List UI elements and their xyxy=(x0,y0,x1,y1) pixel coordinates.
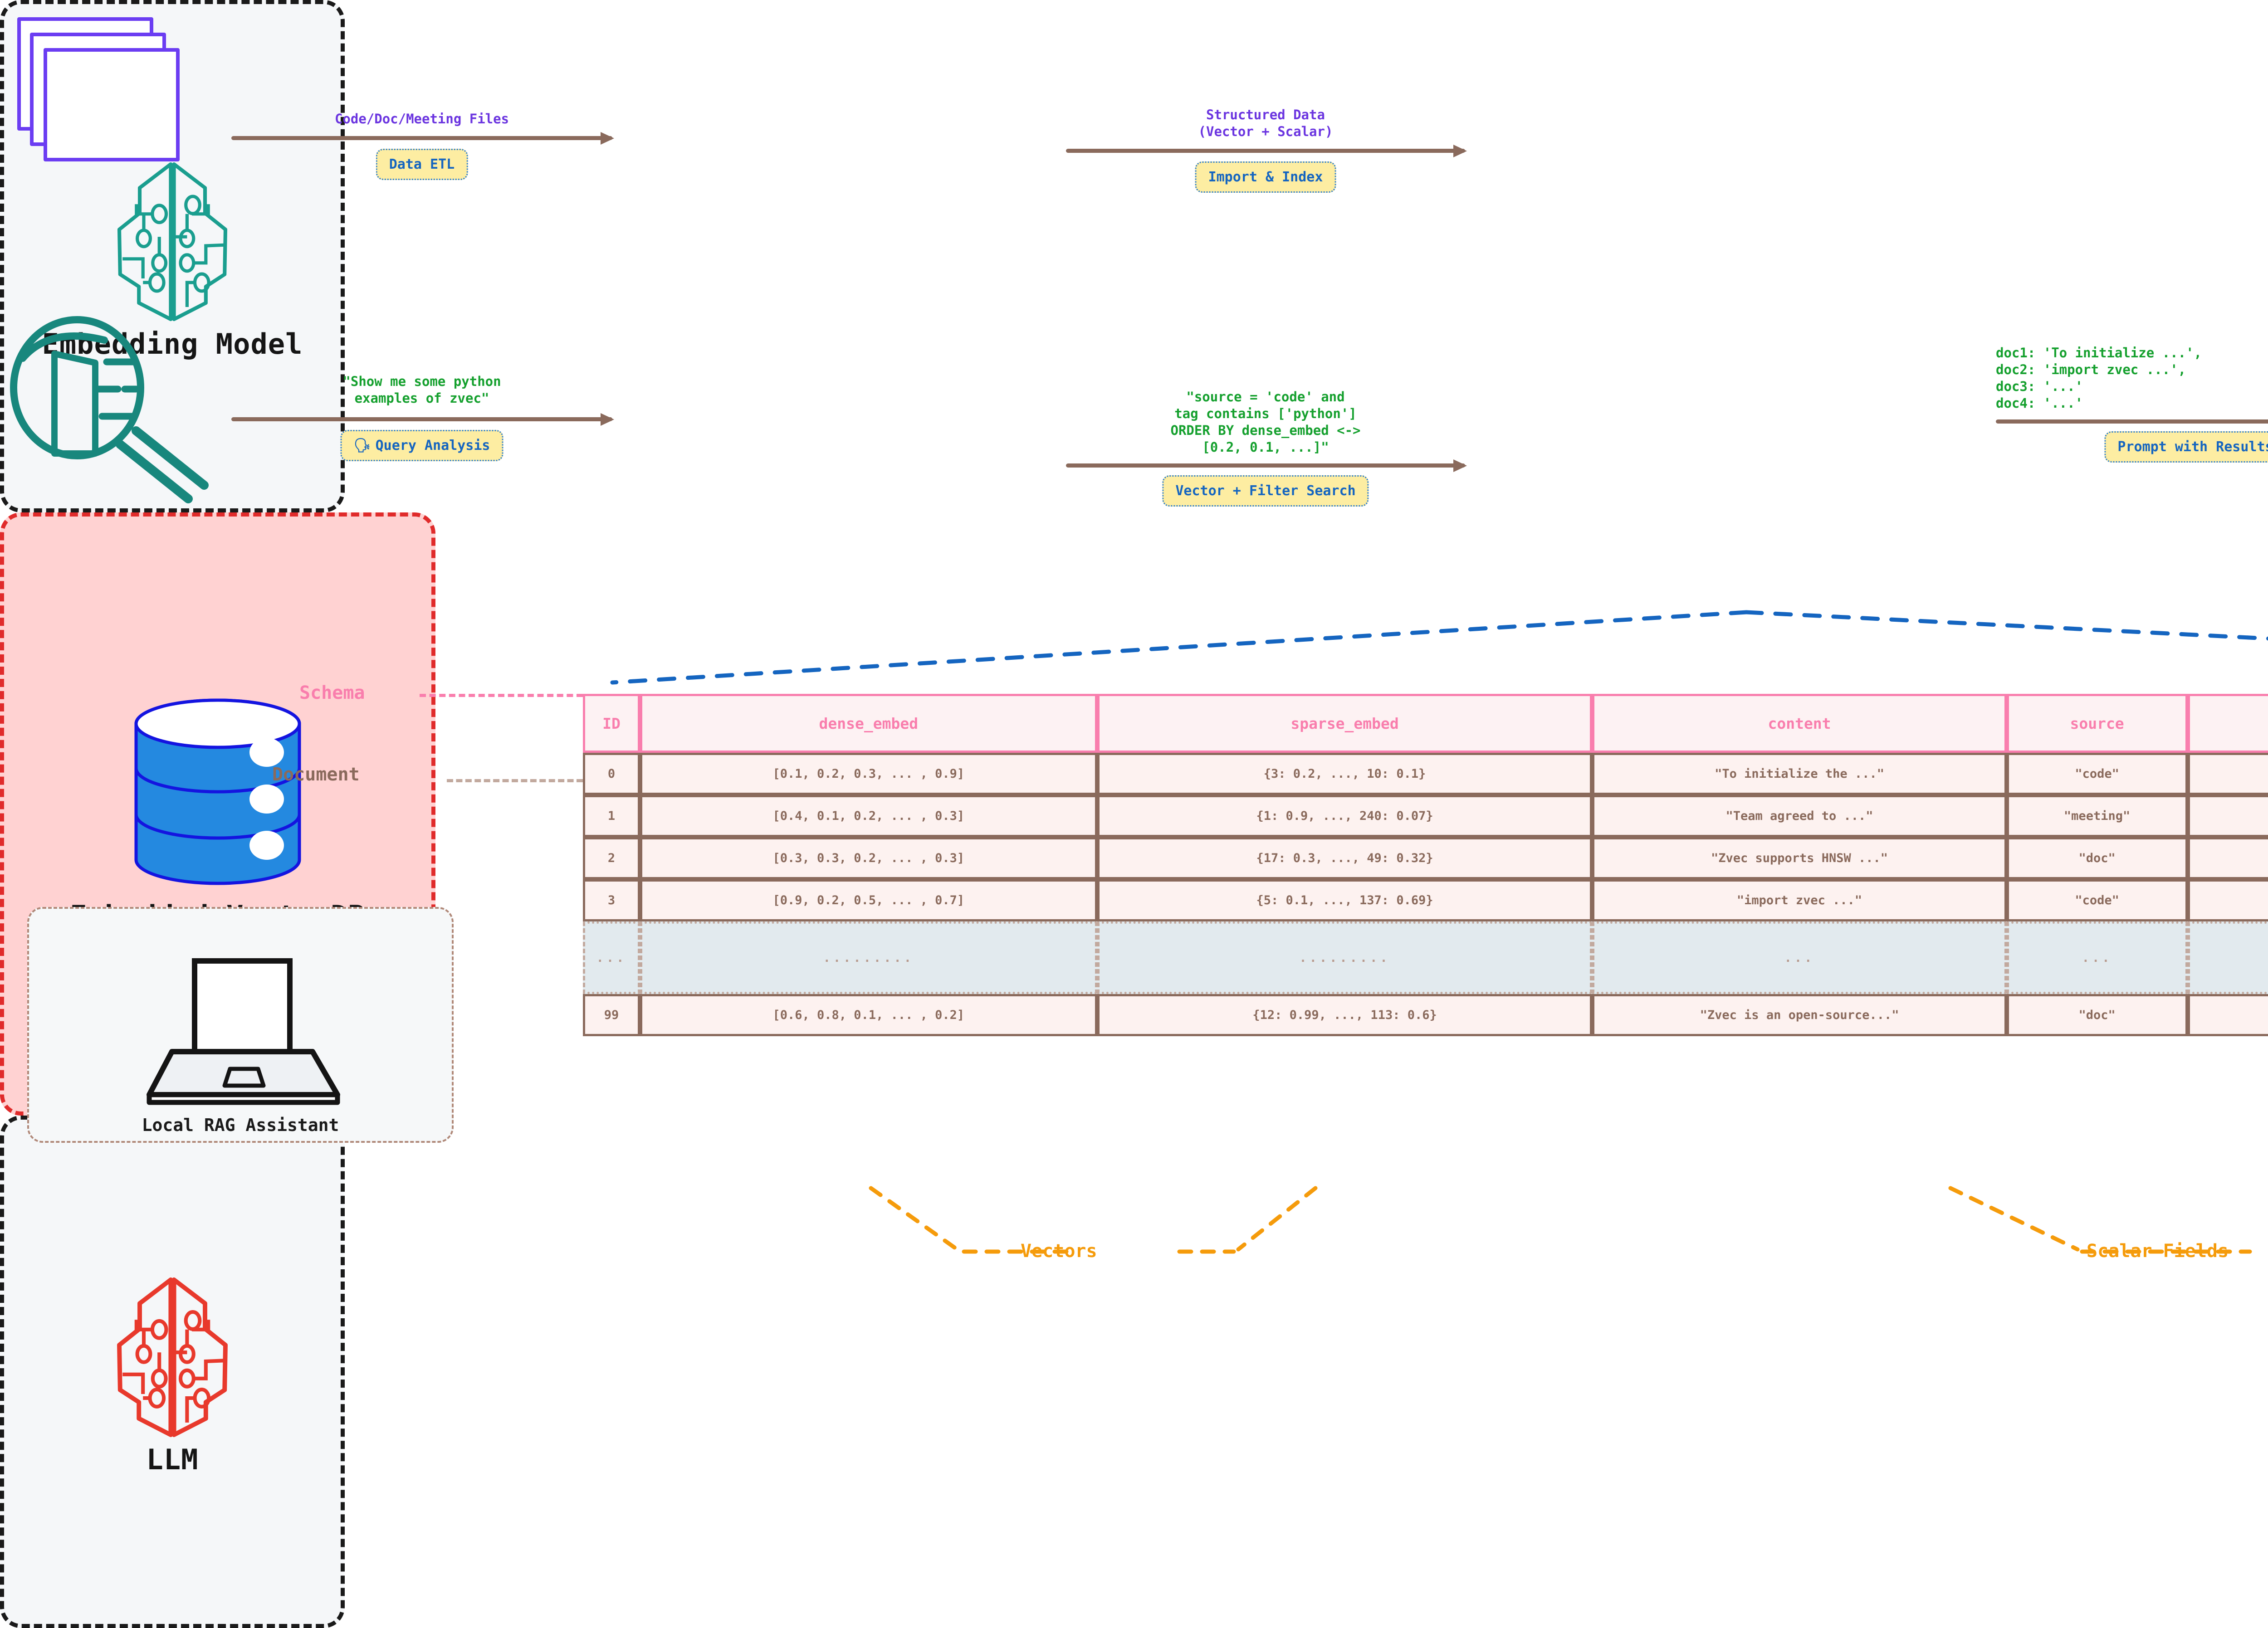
cell-ellipsis-id: ... xyxy=(583,921,640,994)
brain-icon xyxy=(91,152,254,323)
arrow-search-caption: "source = 'code' and tag contains ['pyth… xyxy=(1170,389,1361,455)
schema-connector xyxy=(420,694,583,697)
pill-data-etl-label: Data ETL xyxy=(389,156,455,172)
pill-import-index[interactable]: Import & Index xyxy=(1195,161,1336,193)
cell-source: "meeting" xyxy=(2006,795,2188,837)
pill-prompt-with-results-label: Prompt with Results xyxy=(2117,439,2268,455)
cell-ellipsis-path: ... xyxy=(2187,921,2268,994)
pill-vector-filter-search-label: Vector + Filter Search xyxy=(1175,483,1356,499)
pill-data-etl[interactable]: Data ETL xyxy=(376,149,468,180)
table-row[interactable]: 1 [0.4, 0.1, 0.2, ... , 0.3] {1: 0.9, ..… xyxy=(583,795,2268,837)
col-header-sparse-embed: sparse_embed xyxy=(1097,694,1593,753)
cell-ellipsis-dense-embed: ......... xyxy=(640,921,1097,994)
local-rag-assistant-label: Local RAG Assistant xyxy=(142,1115,339,1135)
cell-id: 99 xyxy=(583,994,640,1036)
cell-ellipsis-sparse-embed: ......... xyxy=(1097,921,1593,994)
cell-id: 1 xyxy=(583,795,640,837)
pill-import-index-label: Import & Index xyxy=(1208,169,1323,185)
cell-sparse-embed: {12: 0.99, ..., 113: 0.6} xyxy=(1097,994,1593,1036)
documents-stack-icon xyxy=(14,14,204,161)
arrow-query: "Show me some python examples of zvec" 🗣… xyxy=(231,374,614,461)
vectors-annotation-label: Vectors xyxy=(1021,1241,1097,1262)
col-header-source: source xyxy=(2006,694,2188,753)
cell-path: "./meeting/01-10.md" xyxy=(2187,795,2268,837)
cell-path: "./doc/zvec.md" xyxy=(2187,837,2268,879)
cell-path: "./doc/overview.md" xyxy=(2187,994,2268,1036)
cell-dense-embed: [0.1, 0.2, 0.3, ... , 0.9] xyxy=(640,753,1097,795)
pill-prompt-with-results[interactable]: Prompt with Results xyxy=(2104,431,2268,463)
arrow-search: "source = 'code' and tag contains ['pyth… xyxy=(1066,389,1467,507)
table-header-row: ID dense_embed sparse_embed content sour… xyxy=(583,694,2268,753)
pill-vector-filter-search[interactable]: Vector + Filter Search xyxy=(1162,475,1369,507)
table-row-ellipsis: ... ......... ......... ... ... ... ... … xyxy=(583,921,2268,994)
document-connector xyxy=(447,779,583,782)
schema-label: Schema xyxy=(299,682,365,703)
cell-ellipsis-content: ... xyxy=(1592,921,2007,994)
bottom-annotation-lines xyxy=(869,1186,2252,1254)
brain-icon xyxy=(91,1267,254,1439)
col-header-path: path xyxy=(2187,694,2268,753)
cell-sparse-embed: {5: 0.1, ..., 137: 0.69} xyxy=(1097,879,1593,921)
pill-query-analysis-label: Query Analysis xyxy=(375,438,490,453)
database-icon xyxy=(118,696,318,895)
cell-path: "./code/main.py" xyxy=(2187,753,2268,795)
arrow-query-caption: "Show me some python examples of zvec" xyxy=(342,373,501,406)
laptop-icon xyxy=(145,956,340,1106)
cell-sparse-embed: {1: 0.9, ..., 240: 0.07} xyxy=(1097,795,1593,837)
cell-dense-embed: [0.6, 0.8, 0.1, ... , 0.2] xyxy=(640,994,1097,1036)
arrow-ingest: Code/Doc/Meeting Files Data ETL xyxy=(231,111,614,180)
pill-query-analysis[interactable]: 🗣 Query Analysis xyxy=(340,430,503,461)
table-row[interactable]: 99 [0.6, 0.8, 0.1, ... , 0.2] {12: 0.99,… xyxy=(583,994,2268,1036)
arrow-ingest-caption: Code/Doc/Meeting Files xyxy=(334,111,509,127)
cell-source: "code" xyxy=(2006,753,2188,795)
arrow-import-caption: Structured Data (Vector + Scalar) xyxy=(1198,107,1333,139)
node-llm[interactable]: LLM xyxy=(0,1116,345,1628)
local-rag-assistant-card[interactable]: Local RAG Assistant xyxy=(27,907,454,1143)
cell-id: 0 xyxy=(583,753,640,795)
schema-table: ID dense_embed sparse_embed content sour… xyxy=(583,694,2268,1036)
scalar-fields-annotation-label: Scalar Fields xyxy=(2087,1241,2229,1262)
cell-source: "doc" xyxy=(2006,837,2188,879)
db-to-table-connectors xyxy=(610,610,2268,685)
cell-dense-embed: [0.9, 0.2, 0.5, ... , 0.7] xyxy=(640,879,1097,921)
cell-id: 2 xyxy=(583,837,640,879)
arrow-results-caption: doc1: 'To initialize ...', doc2: 'import… xyxy=(1996,345,2202,411)
col-header-content: content xyxy=(1592,694,2007,753)
node-llm-title: LLM xyxy=(146,1443,199,1477)
cell-content: "Team agreed to ..." xyxy=(1592,795,2007,837)
document-label: Document xyxy=(272,764,360,785)
cell-ellipsis-source: ... xyxy=(2006,921,2188,994)
cell-path: "./code/example.py" xyxy=(2187,879,2268,921)
cell-dense-embed: [0.4, 0.1, 0.2, ... , 0.3] xyxy=(640,795,1097,837)
query-magnifier-icon xyxy=(5,308,213,503)
arrow-results: doc1: 'To initialize ...', doc2: 'import… xyxy=(1996,345,2268,463)
col-header-id: ID xyxy=(583,694,640,753)
cell-sparse-embed: {17: 0.3, ..., 49: 0.32} xyxy=(1097,837,1593,879)
cell-dense-embed: [0.3, 0.3, 0.2, ... , 0.3] xyxy=(640,837,1097,879)
speaking-head-icon: 🗣 xyxy=(353,438,371,453)
cell-content: "Zvec is an open-source..." xyxy=(1592,994,2007,1036)
cell-source: "doc" xyxy=(2006,994,2188,1036)
table-row[interactable]: 2 [0.3, 0.3, 0.2, ... , 0.3] {17: 0.3, .… xyxy=(583,837,2268,879)
cell-sparse-embed: {3: 0.2, ..., 10: 0.1} xyxy=(1097,753,1593,795)
cell-content: "Zvec supports HNSW ..." xyxy=(1592,837,2007,879)
cell-source: "code" xyxy=(2006,879,2188,921)
arrow-import: Structured Data (Vector + Scalar) Import… xyxy=(1066,107,1467,193)
cell-content: "To initialize the ..." xyxy=(1592,753,2007,795)
table-row[interactable]: 0 [0.1, 0.2, 0.3, ... , 0.9] {3: 0.2, ..… xyxy=(583,753,2268,795)
table-row[interactable]: 3 [0.9, 0.2, 0.5, ... , 0.7] {5: 0.1, ..… xyxy=(583,879,2268,921)
col-header-dense-embed: dense_embed xyxy=(640,694,1097,753)
cell-id: 3 xyxy=(583,879,640,921)
cell-content: "import zvec ..." xyxy=(1592,879,2007,921)
